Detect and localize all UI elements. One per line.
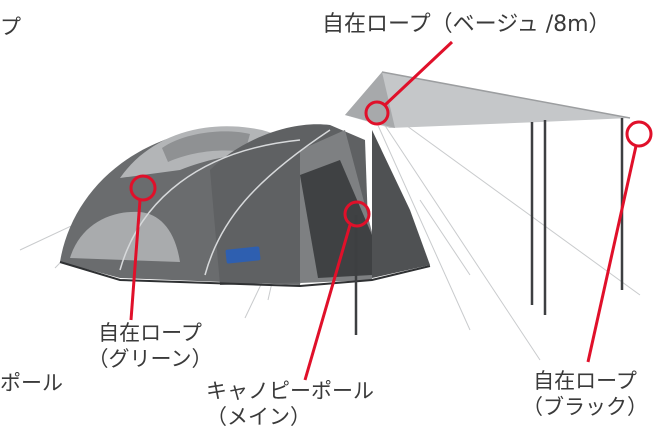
- callout-circle-main-pole: [343, 200, 371, 228]
- callout-circle-green-rope: [129, 174, 157, 202]
- callouts: [129, 40, 653, 381]
- label-black-rope-line1: 自在ロープ: [533, 369, 637, 393]
- label-beige-rope: 自在ロープ（ベージュ /8m）: [322, 12, 611, 37]
- callout-circle-beige-rope: [364, 100, 390, 126]
- label-top-left-fragment: プ: [0, 15, 21, 39]
- label-main-pole: キャノピーポール （メイン）: [206, 378, 374, 430]
- label-green-rope: 自在ロープ （グリーン）: [80, 320, 220, 372]
- tent-body: [59, 124, 431, 288]
- label-green-rope-line2: （グリーン）: [87, 347, 213, 371]
- label-black-rope: 自在ロープ （ブラック）: [505, 368, 665, 420]
- label-green-rope-line1: 自在ロープ: [98, 321, 202, 345]
- canopy-tarp: [345, 71, 631, 128]
- label-main-pole-line2: （メイン）: [206, 405, 311, 429]
- callout-circle-black-rope: [625, 120, 653, 148]
- label-left-pole-fragment: ポール: [0, 371, 63, 395]
- label-main-pole-line1: キャノピーポール: [206, 379, 374, 403]
- canopy-poles: [354, 118, 624, 335]
- brand-patch: [225, 246, 261, 264]
- label-black-rope-line2: （ブラック）: [522, 395, 648, 419]
